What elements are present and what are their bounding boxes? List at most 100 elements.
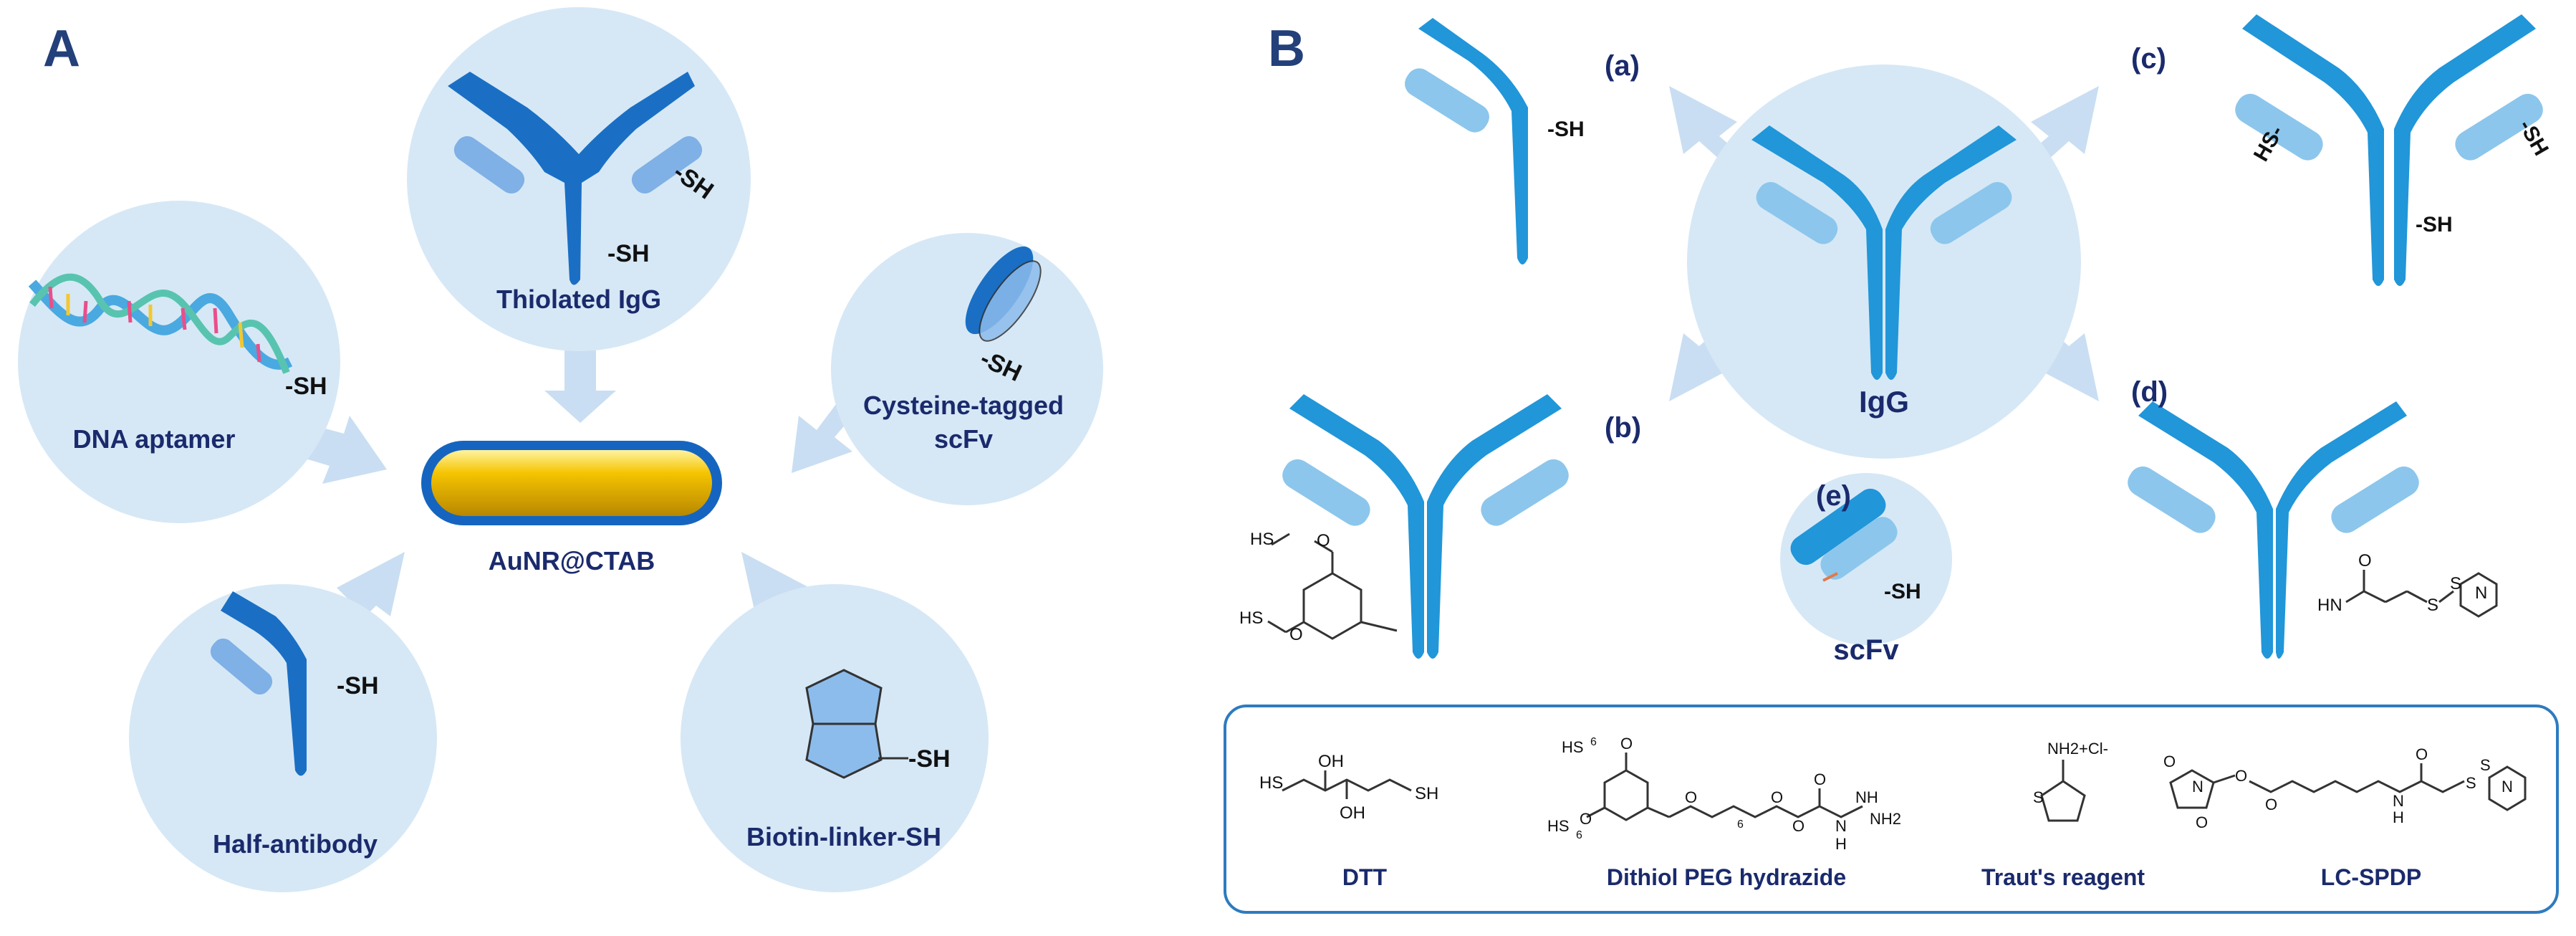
variant-c: HS- -SH -SH (c) — [2131, 14, 2553, 286]
panel-b-letter: B — [1268, 20, 1305, 77]
label-cysteine-scfv-line2: scFv — [934, 424, 993, 454]
nanorod-gold-core — [431, 450, 712, 516]
reagents-frame — [1224, 705, 2559, 914]
variant-b-hs2: HS — [1239, 608, 1263, 628]
peg-o1: O — [1620, 735, 1633, 753]
igg-light-chain-left — [453, 135, 525, 194]
label-igg-center: IgG — [1859, 385, 1909, 419]
lcspdp-s2: S — [2480, 756, 2491, 774]
reagent-dtt: DTT — [1342, 864, 1388, 890]
variant-a: -SH (a) — [1405, 18, 1640, 264]
scfv-linker — [1822, 572, 1838, 582]
variant-e-name: scFv — [1833, 634, 1899, 666]
variant-d-light-right — [2331, 466, 2419, 533]
panel-a: A -SH -SH Thiolated IgG — [18, 7, 1103, 892]
traut-nh2cl: NH2+Cl- — [2047, 740, 2108, 758]
half-ab-heavy — [221, 591, 307, 776]
variant-b-hs1: HS — [1250, 530, 1274, 549]
lcspdp-o1: O — [2163, 753, 2176, 770]
panel-a-letter: A — [43, 20, 80, 77]
variant-b-label: (b) — [1605, 412, 1641, 444]
label-biotin-linker: Biotin-linker-SH — [746, 822, 941, 851]
biotin-ring-bottom — [805, 722, 883, 779]
dna-sh-label: -SH — [285, 373, 327, 400]
dtt-hs: HS — [1259, 773, 1283, 793]
peg-hs2: HS — [1547, 817, 1570, 835]
igg-light-chain-right — [631, 135, 703, 194]
peg-o6: O — [1814, 770, 1826, 788]
circle-dna-aptamer — [18, 201, 340, 523]
peg-nh2: NH2 — [1870, 810, 1901, 828]
traut-structure — [2040, 760, 2086, 822]
dna-aptamer: -SH DNA aptamer — [28, 273, 327, 454]
peg-structure — [1586, 753, 1863, 821]
lcspdp-h: H — [2393, 808, 2404, 826]
reagents-box: OH OH HS SH DTT HS HS 6 6 6 O O O O O — [1224, 705, 2559, 914]
scfv-heavy — [1790, 488, 1886, 565]
scfv-light — [1820, 517, 1898, 580]
biotin-linker: -SH Biotin-linker-SH — [746, 669, 951, 851]
igg-center-heavy-right — [1885, 125, 2017, 380]
variant-b-heavy-left — [1289, 394, 1424, 659]
dtt-oh2: OH — [1340, 803, 1365, 823]
igg-center-light-left — [1756, 181, 1838, 244]
peg-n1: N — [1835, 817, 1847, 835]
dna-strand-2 — [29, 273, 290, 374]
traut-s: S — [2033, 788, 2044, 806]
lcspdp-o5: O — [2416, 745, 2428, 763]
variant-d-n: N — [2475, 583, 2487, 603]
lcspdp-s1: S — [2466, 774, 2476, 792]
lcspdp-o2: O — [2196, 813, 2208, 831]
variant-c-label: (c) — [2131, 43, 2166, 75]
variant-d-hn: HN — [2317, 596, 2342, 615]
circle-cysteine-scfv — [831, 233, 1103, 505]
peg-o2: O — [1580, 810, 1592, 828]
peg-h: H — [1835, 835, 1847, 853]
peg-n6a: 6 — [1590, 736, 1597, 748]
variant-d-heavy-left — [2138, 401, 2273, 659]
variant-b-light-right — [1481, 459, 1569, 526]
lcspdp-n: N — [2192, 778, 2203, 796]
reagent-lc-spdp: LC-SPDP — [2321, 864, 2421, 890]
reagent-trauts: Traut's reagent — [1981, 864, 2145, 890]
circle-half-antibody — [129, 584, 437, 892]
variant-c-light-right — [2455, 93, 2543, 161]
half-ab-sh-label: -SH — [337, 672, 379, 699]
igg-heavy-chains — [448, 72, 695, 285]
arrow-from-thiolated-igg — [544, 337, 616, 423]
lcspdp-n2: N — [2393, 792, 2404, 810]
gold-nanorod: AuNR@CTAB — [421, 441, 722, 576]
variant-d-o: O — [2358, 551, 2372, 570]
label-aunr-ctab: AuNR@CTAB — [489, 546, 655, 576]
label-dna-aptamer: DNA aptamer — [73, 424, 236, 454]
dtt-oh1: OH — [1318, 752, 1344, 771]
variant-b-linker-structure — [1267, 533, 1398, 640]
reagent-dithiol-peg: Dithiol PEG hydrazide — [1607, 864, 1846, 890]
scfv-domain-light — [979, 260, 1042, 342]
variant-a-label: (a) — [1605, 50, 1640, 82]
variant-d-heavy-right — [2276, 401, 2407, 659]
dtt-structure — [1282, 770, 1412, 799]
variant-b-o2: O — [1289, 625, 1303, 644]
variant-d-spdp-structure — [2345, 570, 2498, 618]
lcspdp-structure — [2169, 763, 2527, 811]
variant-a-light — [1405, 68, 1489, 133]
dna-strand-1 — [28, 280, 293, 370]
dna-base-pairs-yellow — [66, 294, 244, 348]
igg-center-heavy-left — [1751, 125, 1883, 380]
variant-d: HN O S S N (d) — [2128, 376, 2498, 659]
variant-d-light-left — [2128, 466, 2216, 533]
variant-d-label: (d) — [2131, 376, 2168, 408]
variant-e-label: (e) — [1816, 480, 1851, 512]
variant-b: HS O HS O (b) — [1239, 394, 1641, 659]
lcspdp-n3: N — [2501, 778, 2513, 796]
igg-circle — [1687, 65, 2081, 459]
peg-hs1: HS — [1562, 738, 1584, 756]
variant-b-o1: O — [1317, 531, 1330, 550]
half-ab-light — [210, 638, 273, 695]
lcspdp-o4: O — [2265, 796, 2277, 813]
peg-o5: O — [1792, 817, 1804, 835]
variant-d-s2: S — [2450, 574, 2461, 593]
